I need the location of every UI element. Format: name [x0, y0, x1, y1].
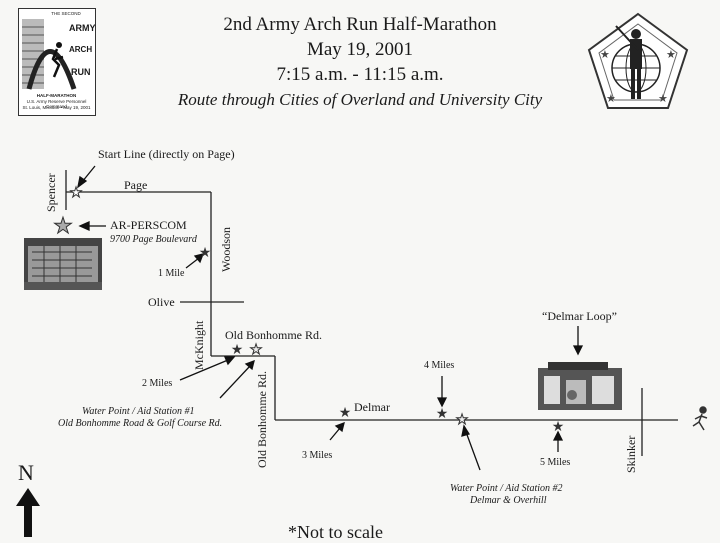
svg-text:★: ★ [658, 92, 668, 105]
perscom-star-icon: ★ [53, 214, 73, 239]
event-title: 2nd Army Arch Run Half-Marathon [223, 14, 497, 35]
logo-line2: St. Louis, Missouri • May 19, 2001 [22, 105, 91, 110]
svg-text:★: ★ [606, 92, 616, 105]
street-label-old-bonhomme-vertical: Old Bonhomme Rd. [255, 370, 269, 468]
street-label-delmar: Delmar [354, 400, 390, 414]
start-line-label: Start Line (directly on Page) [98, 147, 235, 161]
svg-text:★: ★ [666, 48, 676, 61]
mile-1-label: 1 Mile [158, 268, 185, 279]
mile-star-icon: ★ [199, 245, 212, 261]
logo-word-run: RUN [71, 67, 91, 77]
street-label-mcknight: McKnight [192, 320, 206, 370]
street-label-spencer: Spencer [44, 173, 58, 212]
street-label-olive: Olive [148, 295, 175, 309]
mile-3-label: 3 Miles [302, 450, 333, 461]
start-star-icon: ★ [70, 185, 83, 201]
runner-icon [692, 406, 708, 431]
soldier-emblem-icon: ★ ★ ★ ★ [587, 12, 689, 109]
event-date: May 19, 2001 [306, 39, 414, 60]
mile-star-icon: ★ [436, 406, 449, 422]
logo-word-arch: ARCH [69, 45, 93, 54]
water-station-1-location: Old Bonhomme Road & Golf Course Rd. [58, 418, 223, 429]
mile-5-label: 5 Miles [540, 457, 571, 468]
svg-text:★: ★ [600, 48, 610, 61]
event-logo: THE SECOND ARMY ARCH RUN HALF-MARATHON U… [18, 8, 96, 116]
perscom-building-icon [24, 238, 102, 290]
delmar-loop-label: “Delmar Loop” [542, 309, 617, 323]
street-label-skinker: Skinker [624, 435, 638, 473]
water-star-icon: ★ [456, 412, 469, 428]
event-time: 7:15 a.m. - 11:15 a.m. [276, 64, 444, 85]
delmar-loop-building-icon [538, 362, 622, 410]
water-station-1-name: Water Point / Aid Station #1 [82, 406, 195, 417]
street-label-old-bonhomme: Old Bonhomme Rd. [225, 328, 323, 342]
logo-word-army: ARMY [69, 23, 96, 33]
water-star-icon: ★ [250, 342, 263, 358]
water-station-2-name: Water Point / Aid Station #2 [450, 483, 563, 494]
logo-artwork-icon [22, 19, 77, 90]
not-to-scale-note: *Not to scale [288, 522, 383, 542]
ar-perscom-label: AR-PERSCOM [110, 218, 187, 232]
mile-4-label: 4 Miles [424, 360, 455, 371]
mile-star-icon: ★ [552, 419, 565, 435]
north-label: N [18, 460, 34, 485]
street-label-page: Page [124, 178, 148, 192]
route-subtitle: Route through Cities of Overland and Uni… [177, 90, 543, 109]
mile-star-icon: ★ [231, 342, 244, 358]
logo-top-text: THE SECOND [51, 11, 81, 16]
mile-2-label: 2 Miles [142, 378, 173, 389]
water-station-2-location: Delmar & Overhill [470, 495, 547, 506]
logo-line1: U.S. Army Reserve Personnel Command [26, 99, 87, 109]
logo-half: HALF-MARATHON [36, 93, 77, 98]
mile-star-icon: ★ [339, 405, 352, 421]
north-arrow-icon [16, 488, 40, 537]
street-label-woodson: Woodson [219, 226, 233, 272]
ar-perscom-address: 9700 Page Boulevard [110, 234, 197, 245]
